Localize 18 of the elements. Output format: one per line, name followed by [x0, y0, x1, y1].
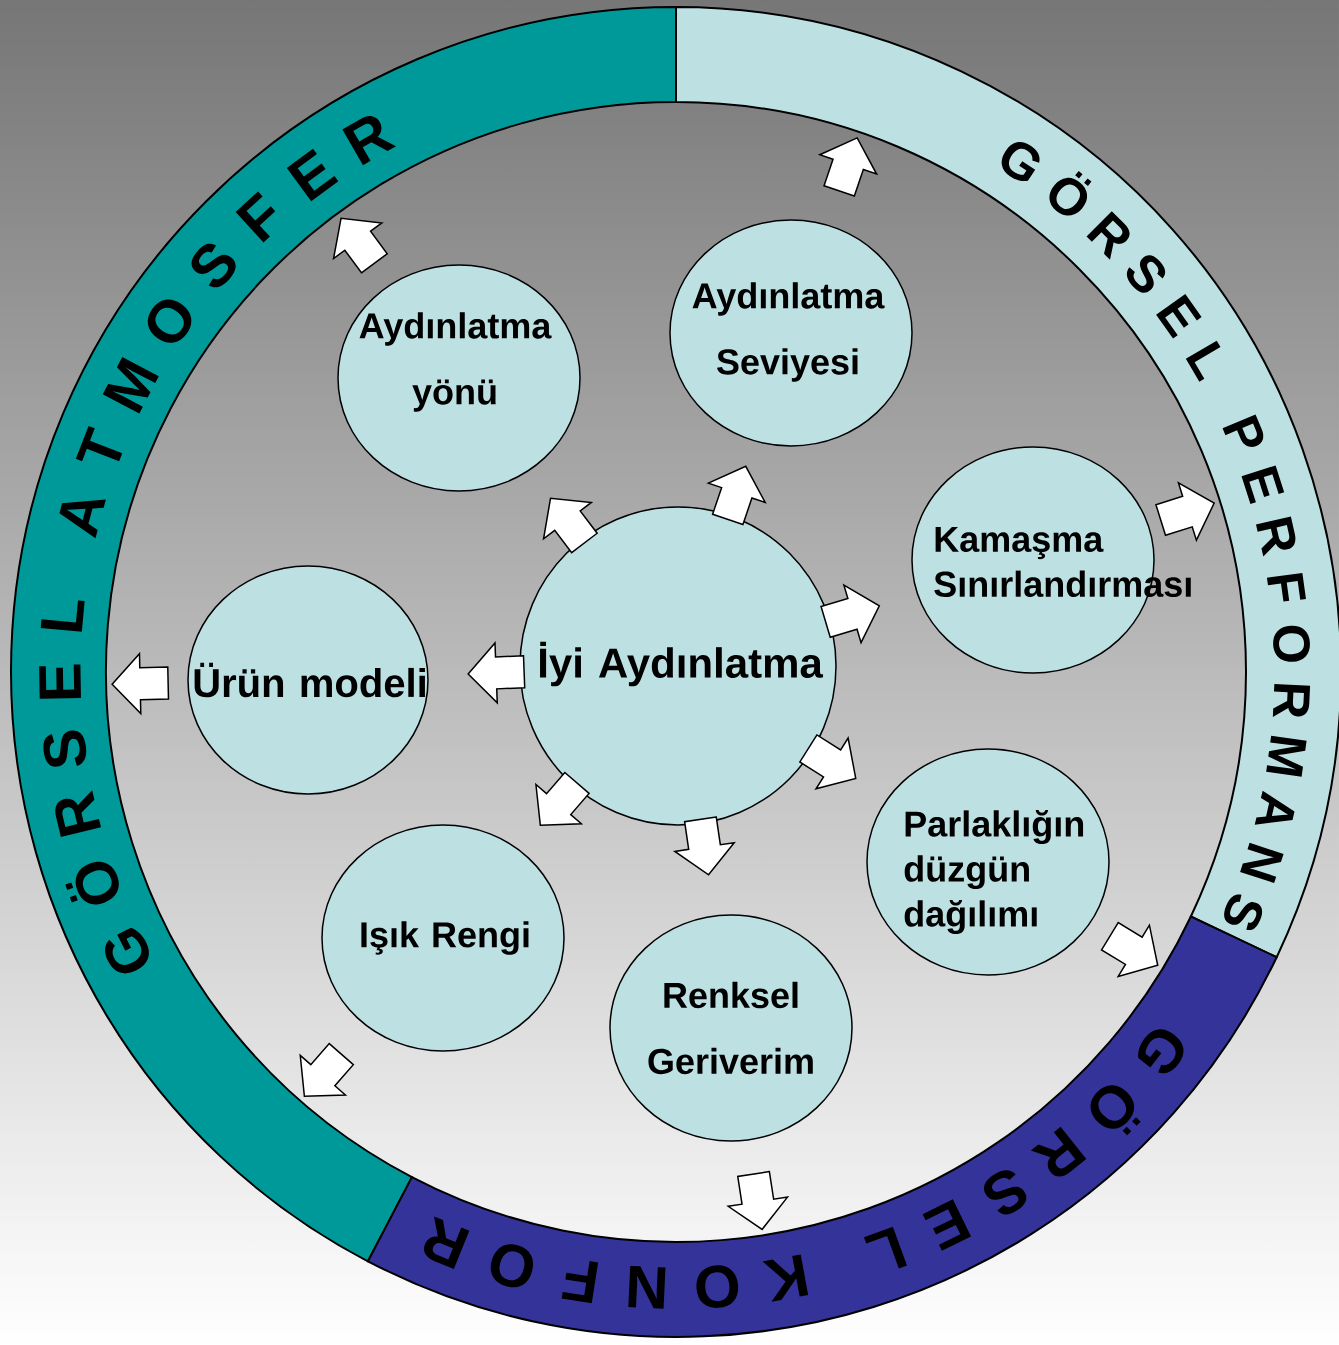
circle-node: İyi Aydınlatma — [519, 506, 837, 826]
block-arrow — [542, 497, 599, 554]
block-arrow — [672, 816, 736, 876]
block-arrow — [726, 1170, 790, 1231]
block-arrow — [820, 583, 881, 645]
block-arrow — [111, 651, 170, 716]
circle-node: Parlaklığın düzgün dağılımı — [866, 748, 1110, 976]
block-arrow — [332, 217, 389, 274]
block-arrow — [299, 1042, 355, 1097]
block-arrow — [706, 465, 767, 526]
block-arrow — [467, 640, 526, 705]
circle-node: Işık Rengi — [321, 824, 565, 1052]
circle-node: Aydınlatma yönü — [337, 264, 581, 492]
block-arrow — [817, 136, 879, 197]
circle-node: Renksel Geriverim — [609, 914, 853, 1142]
circle-node: Ürün modeli — [187, 565, 429, 795]
block-arrow — [1100, 921, 1159, 978]
circle-node: Aydınlatma Seviyesi — [669, 219, 913, 447]
